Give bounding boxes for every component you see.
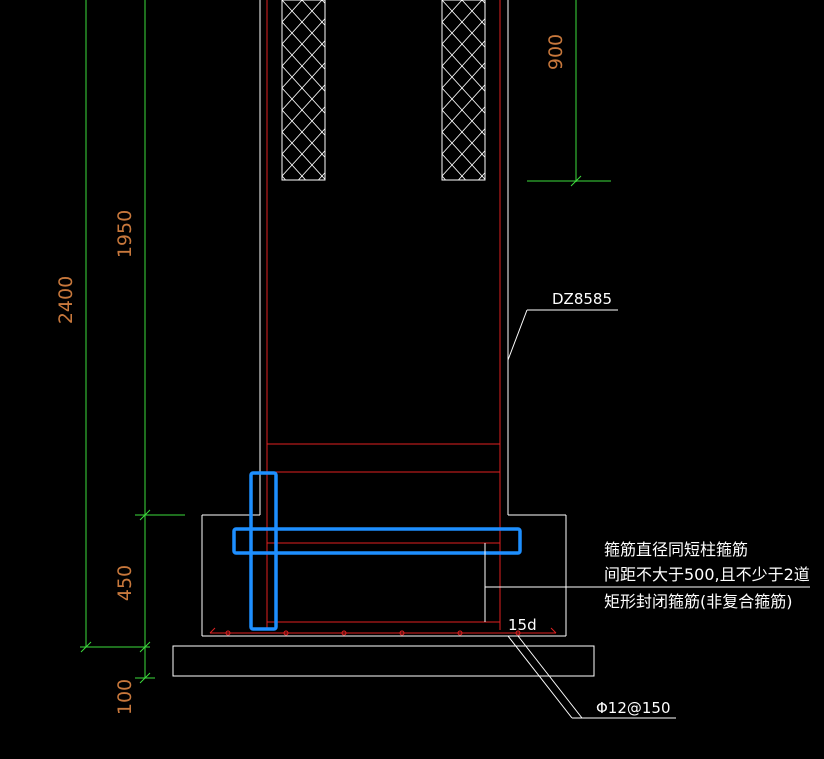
rebar-lines	[209, 0, 557, 634]
column-outline	[201, 0, 567, 637]
rebar-dots	[225, 630, 521, 636]
stirrup-note-line-1: 箍筋直径同短柱箍筋	[604, 540, 748, 559]
dim-base-height: 450	[114, 565, 136, 601]
bottom-rebar-label: Φ12@150	[596, 699, 671, 717]
dim-upper-height: 1950	[114, 210, 136, 258]
bottom-rebar-leader	[507, 635, 676, 719]
stirrup-note-line-3: 矩形封闭箍筋(非复合箍筋)	[604, 592, 793, 611]
hatched-opening-left	[281, 0, 326, 181]
highlight-markup	[232, 471, 522, 631]
dimension-lines	[80, 0, 611, 684]
dim-right-height: 900	[545, 34, 567, 70]
stirrup-note-leader	[484, 543, 810, 622]
anchor-length-label: 15d	[508, 616, 537, 634]
column-tag-leader	[507, 309, 618, 361]
hatched-opening-right	[441, 0, 486, 181]
stirrup-note-line-2: 间距不大于500,且不少于2道	[604, 565, 810, 584]
column-tag-label: DZ8585	[552, 290, 612, 308]
dim-bottom-height: 100	[114, 679, 136, 715]
dim-total-height: 2400	[55, 276, 77, 324]
foundation-cushion	[172, 645, 595, 677]
